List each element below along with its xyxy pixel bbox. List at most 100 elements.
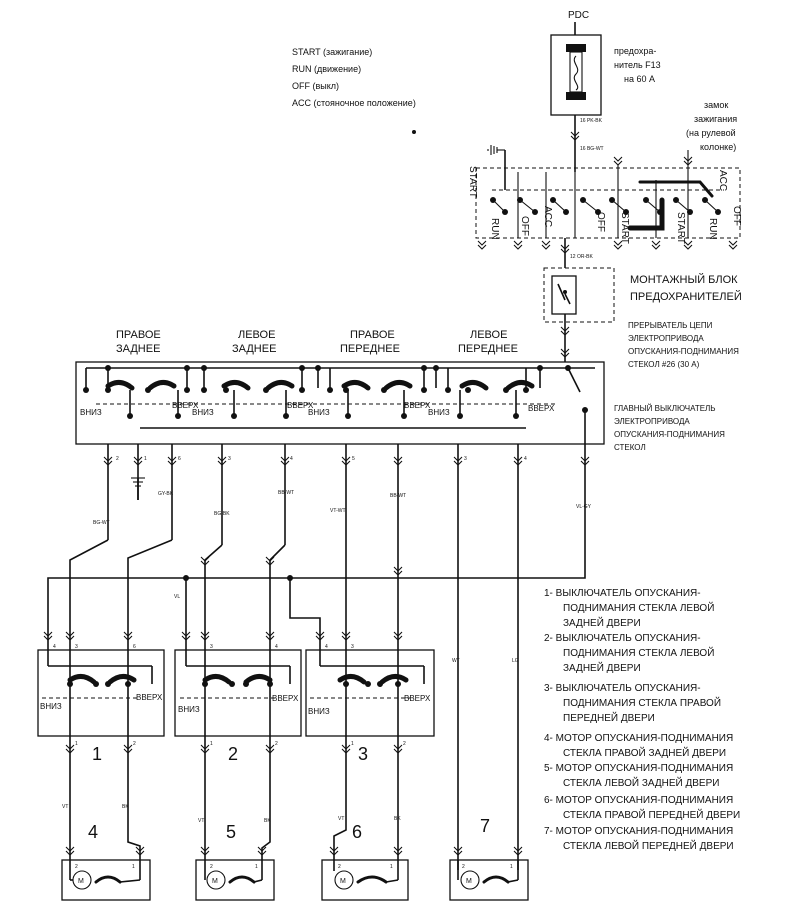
motor-7: М bbox=[449, 859, 529, 901]
legend-item-3: 3- ВЫКЛЮЧАТЕЛЬ ОПУСКАНИЯ- ПОДНИМАНИЯ СТЕ… bbox=[544, 683, 724, 724]
wire-code-lock-out: 12 OR-BK bbox=[570, 254, 593, 260]
svg-text:ВНИЗ: ВНИЗ bbox=[308, 707, 330, 716]
switch-number-2: 2 bbox=[228, 744, 238, 764]
mode-list: START (зажигание) RUN (движение) OFF (вы… bbox=[292, 47, 416, 108]
wire-code-sw3-b: LG bbox=[512, 658, 519, 664]
motor-number-5: 5 bbox=[226, 822, 236, 842]
svg-text:М: М bbox=[78, 878, 84, 885]
legend-item-5: 5- МОТОР ОПУСКАНИЯ-ПОДНИМАНИЯ СТЕКЛА ЛЕВ… bbox=[544, 763, 736, 789]
motor-6: М bbox=[321, 859, 409, 901]
pin-m6: 6 bbox=[178, 456, 181, 462]
ignition-lock-box bbox=[475, 167, 741, 239]
svg-text:ПЕРЕДНЕЕ: ПЕРЕДНЕЕ bbox=[340, 343, 400, 355]
svg-text:ЛЕВОЕ: ЛЕВОЕ bbox=[470, 329, 507, 341]
svg-text:ВНИЗ: ВНИЗ bbox=[40, 702, 62, 711]
wire-code-lr-down: BG-BK bbox=[214, 511, 230, 517]
pin-s1b: 3 bbox=[75, 644, 78, 650]
svg-text:ВВЕРХ: ВВЕРХ bbox=[136, 693, 163, 702]
wire-code-m-bk2: BK bbox=[264, 818, 271, 824]
master-output-wires bbox=[107, 444, 586, 870]
door-switch-2: ВНИЗ ВВЕРХ bbox=[174, 649, 302, 760]
svg-text:ПРАВОЕ: ПРАВОЕ bbox=[350, 329, 395, 341]
master-switch-label: ГЛАВНЫЙ ВЫКЛЮЧАТЕЛЬ ЭЛЕКТРОПРИВОДА ОПУСК… bbox=[614, 404, 727, 452]
legend-item-6: 6- МОТОР ОПУСКАНИЯ-ПОДНИМАНИЯ СТЕКЛА ПРА… bbox=[544, 795, 740, 821]
pin-m2: 2 bbox=[116, 456, 119, 462]
master-direction-labels: ВНИЗ ВВЕРХ ВНИЗ ВВЕРХ ВНИЗ ВВЕРХ ВНИЗ ВВ… bbox=[80, 401, 555, 417]
pin-s2b: 4 bbox=[275, 644, 278, 650]
svg-text:ВВЕРХ: ВВЕРХ bbox=[528, 404, 555, 413]
switch-number-1: 1 bbox=[92, 744, 102, 764]
pin-s2a: 3 bbox=[210, 644, 213, 650]
ignition-pos-start-mid: START bbox=[619, 212, 630, 244]
pin-c4a: 2 bbox=[75, 864, 78, 870]
door-switch-routing bbox=[47, 539, 586, 650]
wire-code-m-vt1: VT bbox=[62, 804, 68, 810]
pin-m1: 1 bbox=[144, 456, 147, 462]
wire-code-rr-up: GY-BK bbox=[158, 491, 174, 497]
pin-c5a: 2 bbox=[210, 864, 213, 870]
ignition-lock-label: замок зажигания (на рулевой колонке) bbox=[686, 100, 740, 152]
fuse-block-label: МОНТАЖНЫЙ БЛОК ПРЕДОХРАНИТЕЛЕЙ bbox=[630, 273, 742, 303]
ignition-pos-off-right: OFF bbox=[731, 206, 742, 226]
svg-text:ВНИЗ: ВНИЗ bbox=[428, 408, 450, 417]
master-section-lr bbox=[201, 365, 321, 419]
pdc-box bbox=[550, 34, 602, 116]
master-switch-box bbox=[75, 361, 605, 445]
svg-text:ВНИЗ: ВНИЗ bbox=[80, 408, 102, 417]
ignition-pos-acc-right: ACC bbox=[717, 170, 728, 191]
pin-m3: 3 bbox=[228, 456, 231, 462]
wire-code-rf-up: BB-WT bbox=[390, 493, 406, 499]
wire-code-m-bk3: BK bbox=[394, 816, 401, 822]
master-section-rf bbox=[327, 365, 439, 419]
wire-code-m-vt3: VT bbox=[338, 816, 344, 822]
pin-s3b: 3 bbox=[351, 644, 354, 650]
legend: 1- ВЫКЛЮЧАТЕЛЬ ОПУСКАНИЯ- ПОДНИМАНИЯ СТЕ… bbox=[544, 588, 740, 852]
pdc-label: PDC bbox=[568, 10, 589, 21]
master-section-rr bbox=[83, 365, 190, 419]
motor-5: М bbox=[195, 859, 275, 901]
svg-text:ЗАДНЕЕ: ЗАДНЕЕ bbox=[232, 343, 276, 355]
pin-o3b: 2 bbox=[403, 741, 406, 747]
svg-text:ВВЕРХ: ВВЕРХ bbox=[404, 694, 431, 703]
wire-code-lr-up: BB-WT bbox=[278, 490, 294, 496]
pin-m4: 4 bbox=[290, 456, 293, 462]
svg-text:М: М bbox=[212, 878, 218, 885]
svg-text:ВВЕРХ: ВВЕРХ bbox=[404, 401, 431, 410]
svg-text:ЗАДНЕЕ: ЗАДНЕЕ bbox=[116, 343, 160, 355]
pin-s1a: 4 bbox=[53, 644, 56, 650]
motor-4: М bbox=[61, 859, 151, 901]
ignition-pos-off-2: OFF bbox=[595, 212, 606, 232]
fuse-f13-label: предохра- нитель F13 на 60 А bbox=[614, 46, 663, 84]
motor-number-6: 6 bbox=[352, 822, 362, 842]
fuse-f13-icon bbox=[566, 44, 586, 100]
wire-code-m-vt2: VT bbox=[198, 818, 204, 824]
legend-item-2: 2- ВЫКЛЮЧАТЕЛЬ ОПУСКАНИЯ- ПОДНИМАНИЯ СТЕ… bbox=[544, 633, 717, 674]
ignition-pos-start-left: START bbox=[467, 166, 478, 198]
pin-c7b: 1 bbox=[510, 864, 513, 870]
pin-m5: 5 bbox=[352, 456, 355, 462]
motor-number-7: 7 bbox=[480, 816, 490, 836]
wire-code-lf-feed: VL-GY bbox=[576, 504, 592, 510]
legend-item-1: 1- ВЫКЛЮЧАТЕЛЬ ОПУСКАНИЯ- ПОДНИМАНИЯ СТЕ… bbox=[544, 588, 717, 629]
pin-s3a: 4 bbox=[325, 644, 328, 650]
motor-number-4: 4 bbox=[88, 822, 98, 842]
pin-o1b: 2 bbox=[133, 741, 136, 747]
ignition-pos-run-left: RUN bbox=[489, 218, 500, 240]
pin-o3a: 1 bbox=[351, 741, 354, 747]
breaker-label: ПРЕРЫВАТЕЛЬ ЦЕПИ ЭЛЕКТРОПРИВОДА ОПУСКАНИ… bbox=[628, 321, 741, 369]
svg-text:ЛЕВОЕ: ЛЕВОЕ bbox=[238, 329, 275, 341]
ignition-pos-off-1: OFF bbox=[519, 216, 530, 236]
svg-text:ВВЕРХ: ВВЕРХ bbox=[272, 694, 299, 703]
pin-m3b: 3 bbox=[464, 456, 467, 462]
door-switch-1: ВНИЗ ВВЕРХ bbox=[37, 649, 165, 760]
pin-c6b: 1 bbox=[390, 864, 393, 870]
door-switch-3: ВНИЗ ВВЕРХ bbox=[305, 649, 435, 760]
ignition-pos-start-right: START bbox=[675, 212, 686, 244]
pin-o2a: 1 bbox=[210, 741, 213, 747]
switch-number-3: 3 bbox=[358, 744, 368, 764]
pin-c6a: 2 bbox=[338, 864, 341, 870]
ignition-pos-acc-1: ACC bbox=[542, 206, 553, 227]
svg-text:ПЕРЕДНЕЕ: ПЕРЕДНЕЕ bbox=[458, 343, 518, 355]
master-section-lf bbox=[445, 365, 543, 419]
wire-code-sw3-a: WT bbox=[452, 658, 460, 664]
